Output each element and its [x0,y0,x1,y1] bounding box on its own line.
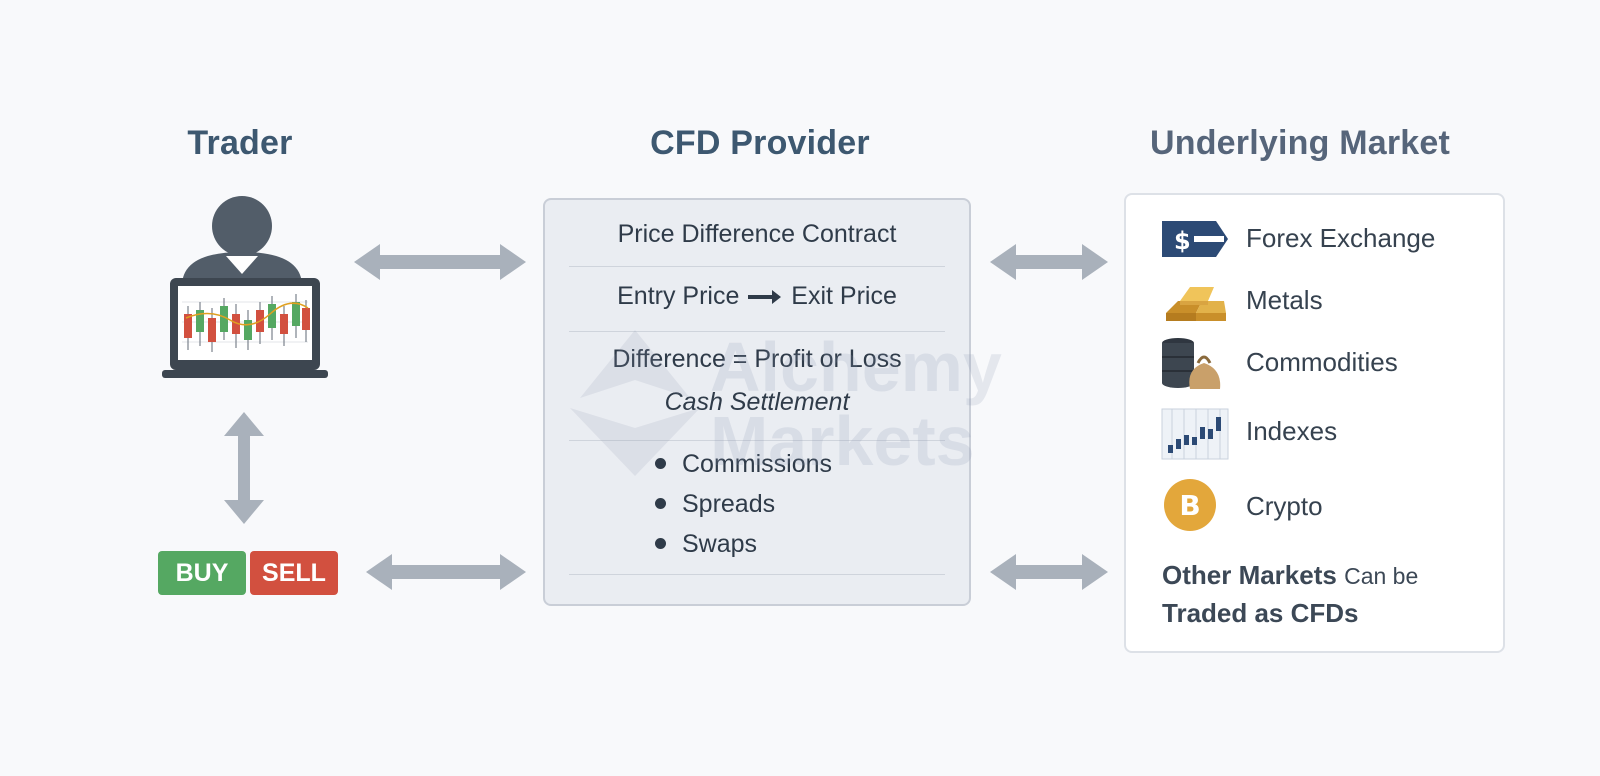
index-chart-icon [1161,408,1229,460]
cost-label: Commissions [682,450,833,478]
cost-label: Swaps [682,530,758,558]
other-markets-note: Other Markets Can be Traded as CFDs [1162,557,1492,632]
other-markets-light: Can be [1344,563,1419,589]
difference-label: Difference = Profit or Loss [612,345,902,373]
forex-icon: $ [1162,221,1228,257]
cost-item: Commissions [655,450,832,479]
market-item-label: Commodities [1246,347,1398,377]
trader-title: Trader [187,124,293,162]
contract-label: Price Difference Contract [617,220,897,248]
trader-provider-arrow-bottom [366,554,526,590]
buy-button[interactable]: BUY [158,551,246,595]
commodities-icon [1162,338,1221,389]
other-markets-bold2: Traded as CFDs [1162,598,1359,628]
exit-price-label: Exit Price [791,282,897,310]
divider [569,440,945,441]
market-item-label: Metals [1246,285,1323,315]
divider [569,331,945,332]
cfd-provider-panel: Price Difference Contract Entry Price Ex… [543,198,971,606]
underlying-market-panel: $ Forex Exchange Metals Commodities [1124,193,1505,653]
gold-bars-icon [1166,287,1226,321]
svg-text:B: B [1179,489,1200,522]
cost-item: Swaps [655,530,757,559]
market-item-label: Forex Exchange [1246,223,1436,253]
arrow-right-icon [748,290,782,305]
bullet-icon [655,457,666,469]
divider [569,574,945,575]
cost-label: Spreads [682,490,776,518]
bullet-icon [655,537,666,549]
cost-item: Spreads [655,490,775,519]
market-item-label: Crypto [1246,491,1323,521]
sell-button[interactable]: SELL [250,551,338,595]
trader-provider-arrow-top [354,244,526,280]
entry-price-label: Entry Price [617,282,740,310]
provider-market-arrow-top [990,244,1108,280]
provider-market-arrow-bottom [990,554,1108,590]
bullet-icon [655,497,666,509]
trader-laptop-icon [162,196,328,378]
divider [569,266,945,267]
svg-text:$: $ [1174,227,1191,255]
bitcoin-icon: B [1164,479,1216,531]
market-item-label: Indexes [1246,416,1338,446]
settlement-label: Cash Settlement [664,388,850,416]
vertical-double-arrow [224,412,264,524]
provider-title: CFD Provider [650,124,870,162]
market-title: Underlying Market [1149,124,1451,162]
entry-exit-row: Entry Price Exit Price [545,282,969,311]
other-markets-bold: Other Markets [1162,560,1337,590]
